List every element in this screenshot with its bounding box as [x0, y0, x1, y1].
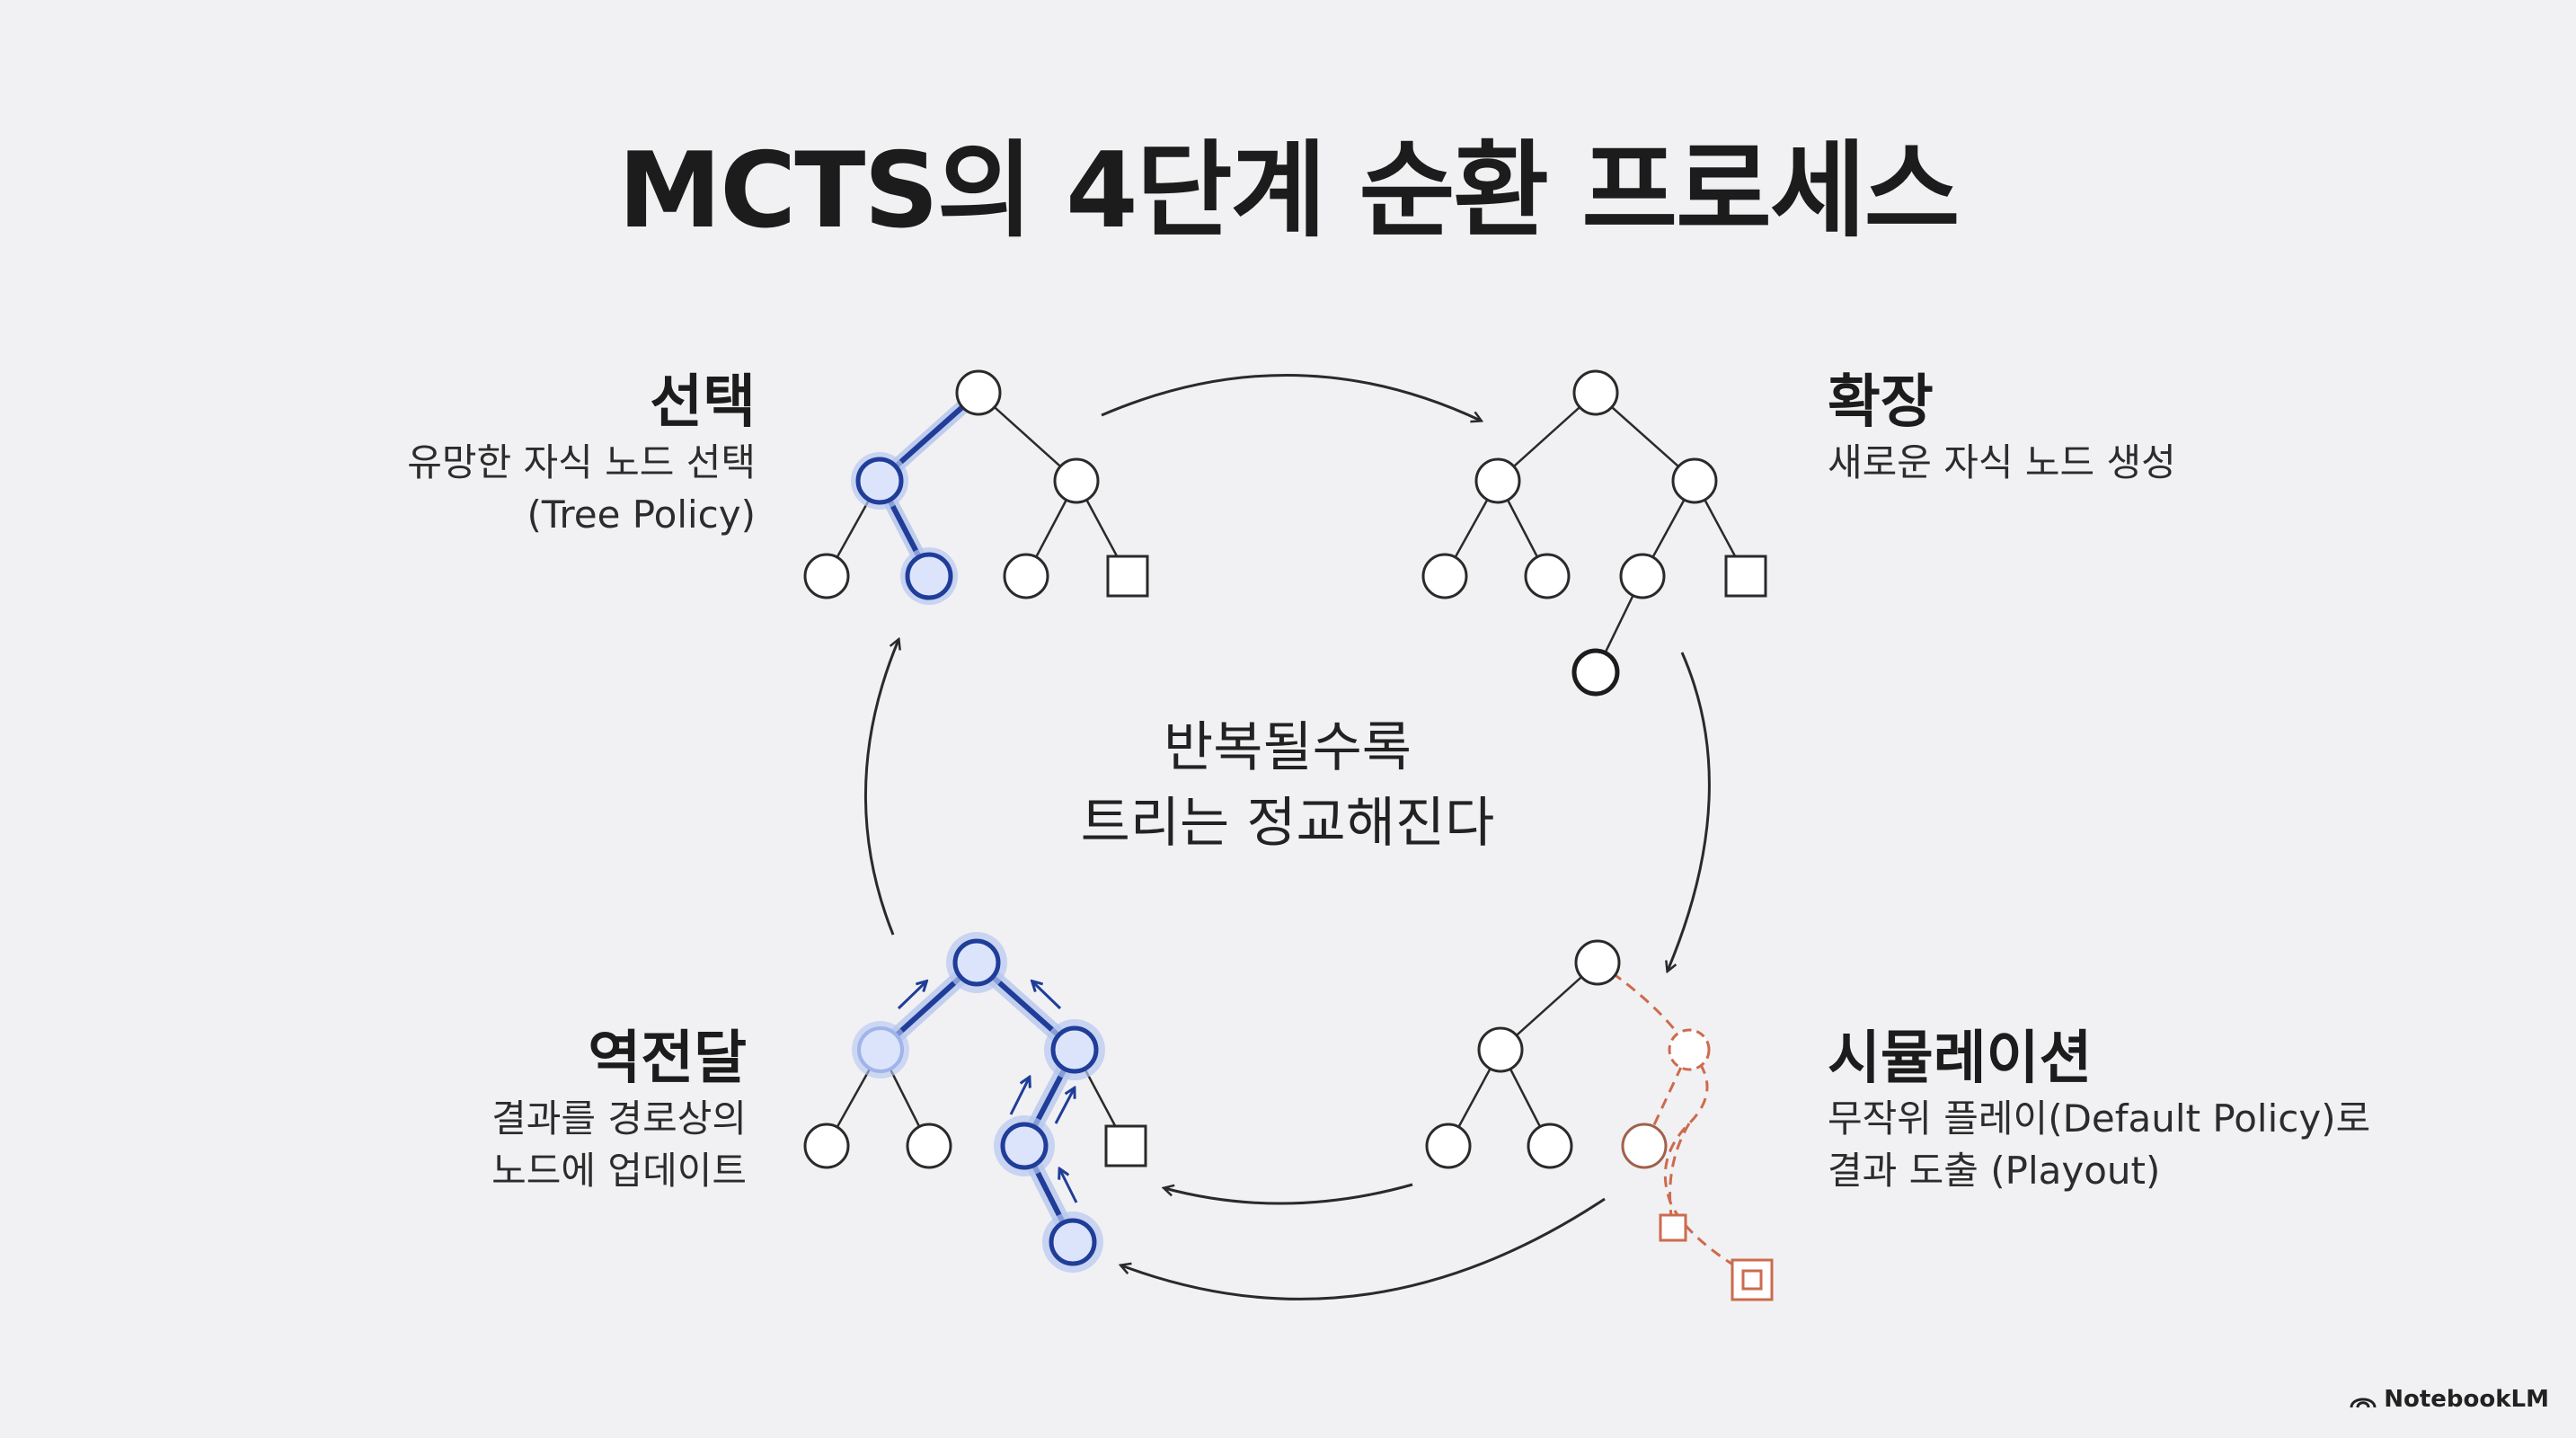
- simulation-desc-line1: 무작위 플레이(Default Policy)로: [1828, 1096, 2371, 1141]
- tree-node: [1425, 1123, 1472, 1169]
- expansion-tree: [1421, 369, 1767, 697]
- arrow-simulation-to-backprop-inner: [1164, 1183, 1413, 1205]
- backprop-update-arrows: [897, 982, 1078, 1203]
- tree-node: [906, 1123, 952, 1169]
- tree-node: [1574, 939, 1621, 986]
- tree-node: [803, 1123, 850, 1169]
- playout-terminal-node: [1659, 1213, 1687, 1242]
- tree-node: [1003, 553, 1049, 599]
- terminal-node: [1724, 555, 1767, 598]
- backprop-leaf-node: [1049, 1218, 1097, 1266]
- selection-desc-line2: (Tree Policy): [527, 493, 756, 537]
- backprop-node: [952, 938, 1001, 987]
- arrow-backprop-to-selection: [863, 640, 899, 936]
- notebooklm-logo-icon: [2350, 1398, 2377, 1408]
- arrow-simulation-to-backprop-outer: [1121, 1197, 1606, 1300]
- tree-node: [1421, 553, 1468, 599]
- simulation-desc: 무작위 플레이(Default Policy)로 결과 도출 (Playout): [1828, 1093, 2370, 1197]
- arrow-selection-to-expansion: [1101, 374, 1481, 421]
- branding: NotebookLM: [2350, 1386, 2549, 1413]
- tree-node: [1527, 1123, 1573, 1169]
- backprop-tree: [803, 932, 1147, 1273]
- playout-node: [1621, 1123, 1668, 1169]
- backprop-node: [1000, 1122, 1049, 1170]
- backprop-node: [857, 1026, 904, 1073]
- tree-node: [955, 369, 1002, 416]
- expansion-title: 확장: [1828, 369, 1934, 436]
- backprop-desc: 결과를 경로상의 노드에 업데이트: [491, 1093, 747, 1197]
- simulation-desc-line2: 결과 도출 (Playout): [1828, 1149, 2161, 1193]
- tree-node: [1477, 1026, 1524, 1073]
- brand-name: NotebookLM: [2384, 1386, 2549, 1413]
- tree-node: [1474, 457, 1521, 504]
- playout-node: [1668, 1028, 1711, 1071]
- terminal-node: [1106, 555, 1149, 598]
- backprop-title: 역전달: [588, 1025, 747, 1092]
- center-caption-line2: 트리는 정교해진다: [1080, 792, 1495, 855]
- simulation-title: 시뮬레이션: [1828, 1025, 2093, 1092]
- backprop-desc-line1: 결과를 경로상의: [491, 1096, 747, 1141]
- selection-desc-line1: 유망한 자식 노드 선택: [407, 440, 756, 484]
- tree-node-selected: [855, 457, 904, 505]
- new-child-node: [1571, 648, 1620, 697]
- selection-desc: 유망한 자식 노드 선택 (Tree Policy): [407, 437, 756, 541]
- tree-node: [1572, 369, 1619, 416]
- arrow-expansion-to-simulation: [1668, 652, 1711, 971]
- backprop-node: [1050, 1025, 1099, 1074]
- cycle-arrows: [863, 374, 1711, 1300]
- page-title: MCTS의 4단계 순환 프로세스: [617, 130, 1961, 252]
- selection-title: 선택: [650, 369, 756, 436]
- playout-terminal-node: [1731, 1258, 1774, 1301]
- terminal-node: [1104, 1124, 1147, 1167]
- tree-node: [1524, 553, 1571, 599]
- tree-node-selected: [905, 552, 953, 600]
- backprop-desc-line2: 노드에 업데이트: [491, 1149, 747, 1193]
- tree-node: [803, 553, 850, 599]
- selection-tree: [803, 369, 1149, 605]
- expansion-desc: 새로운 자식 노드 생성: [1828, 440, 2176, 484]
- tree-node: [1671, 457, 1718, 504]
- tree-node: [1053, 457, 1100, 504]
- tree-node: [1619, 553, 1666, 599]
- center-caption-line1: 반복될수록: [1164, 716, 1412, 779]
- simulation-tree: [1425, 939, 1774, 1301]
- center-caption: 반복될수록 트리는 정교해진다: [973, 710, 1602, 861]
